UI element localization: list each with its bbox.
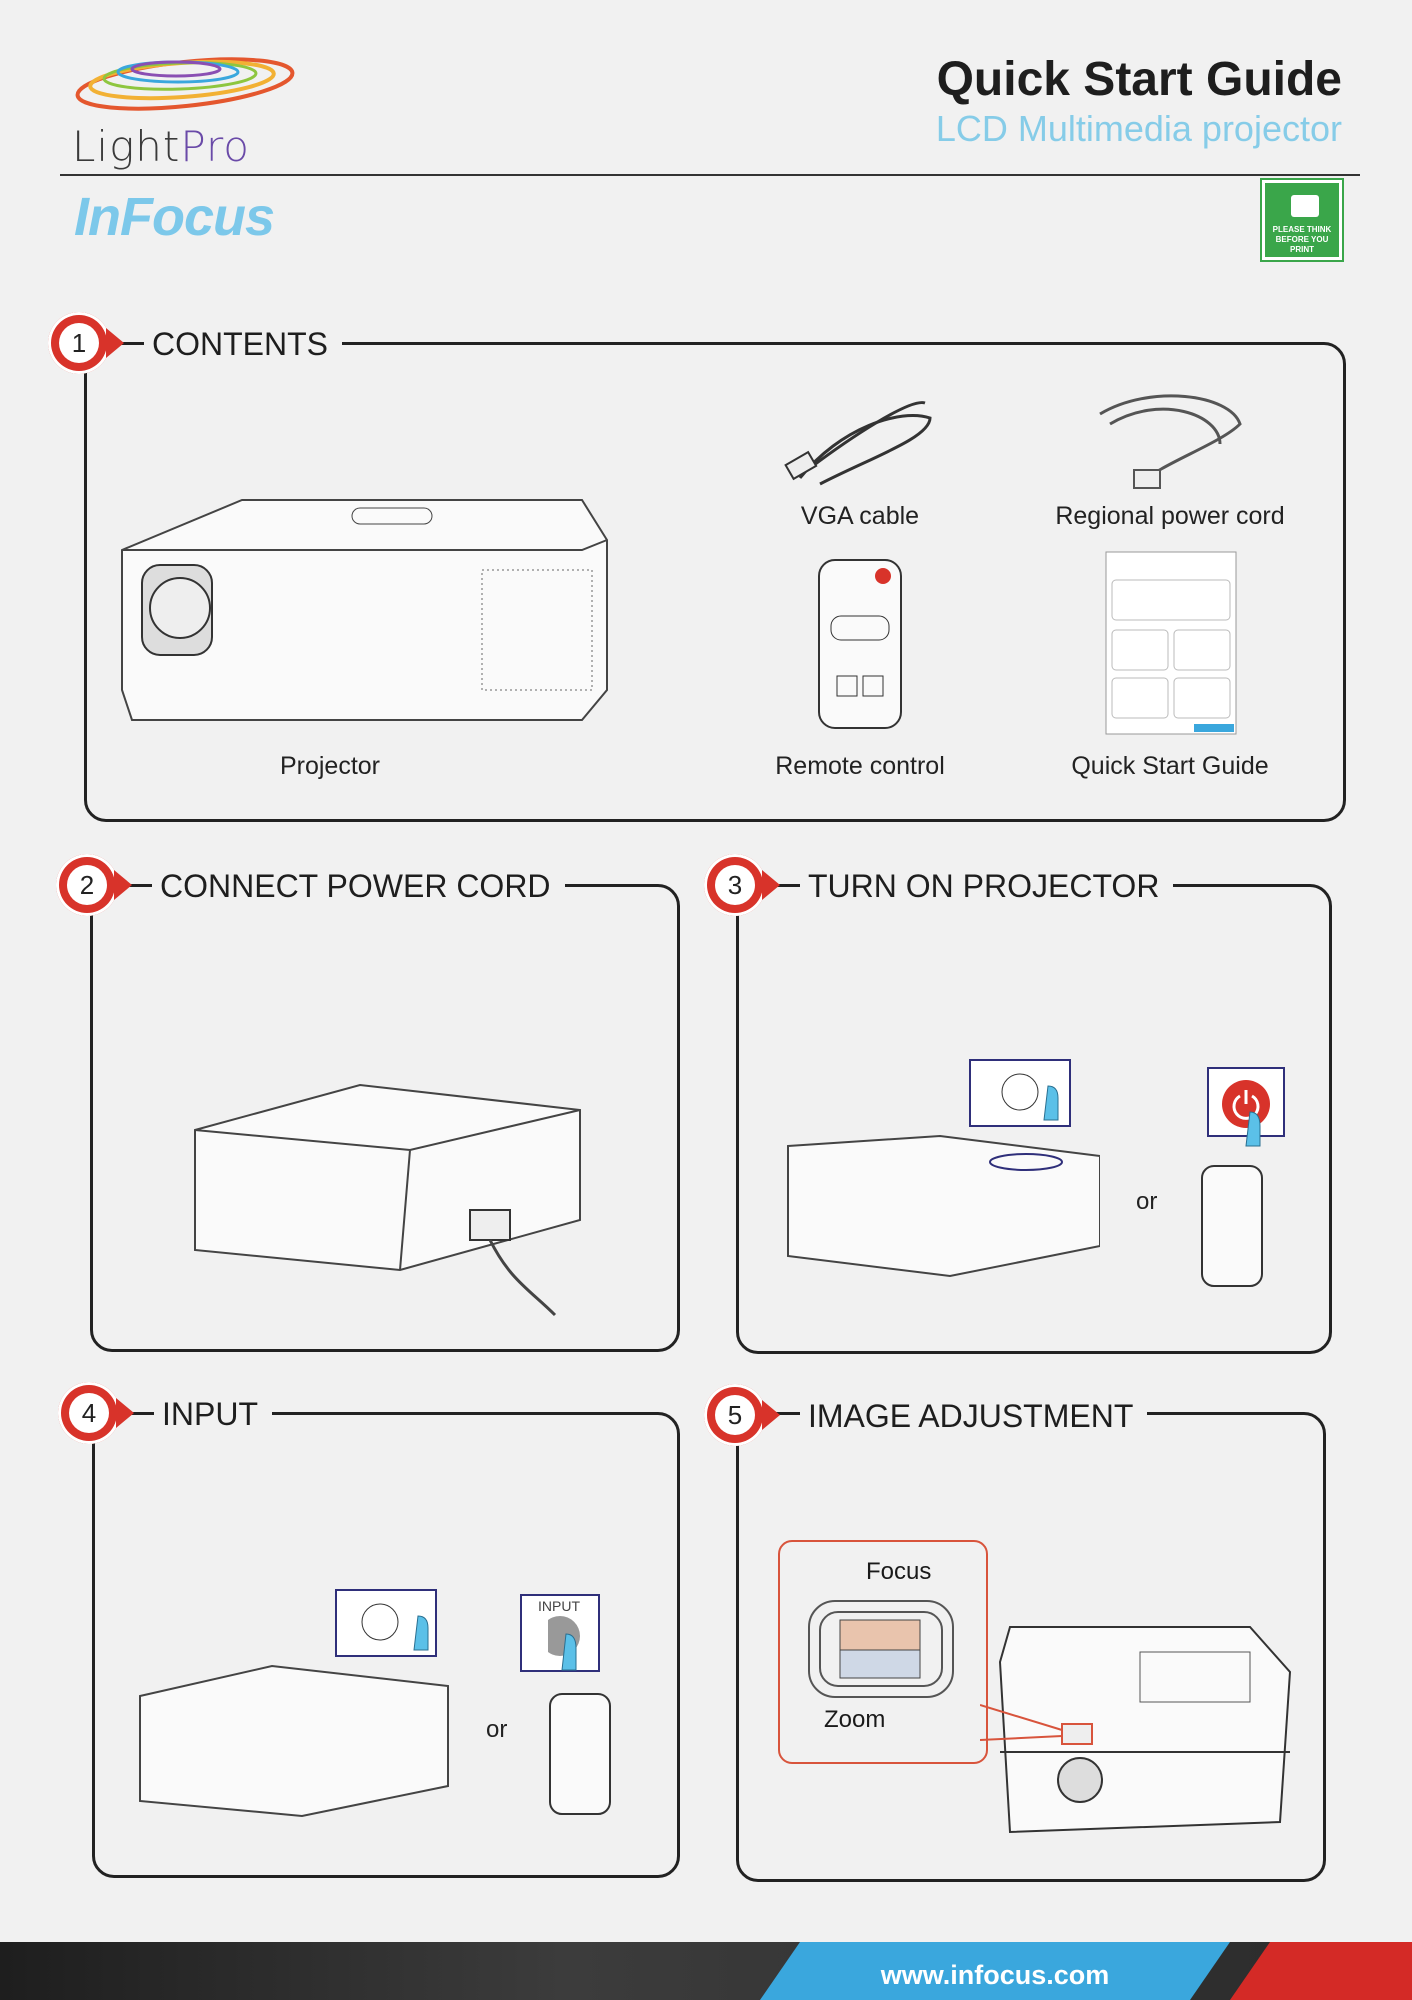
section-1-number-badge: 1 <box>48 312 124 374</box>
remote-control-label: Remote control <box>775 752 945 780</box>
zoom-label: Zoom <box>824 1706 886 1733</box>
power-cord-illustration <box>1099 394 1242 489</box>
header-divider <box>60 174 1360 176</box>
projector-top-illustration <box>998 1626 1292 1834</box>
eco-badge-text: PLEASE THINK BEFORE YOU PRINT <box>1272 225 1332 254</box>
badge-tail <box>114 870 132 900</box>
projector-illustration <box>121 499 608 721</box>
footer-blue-stripe <box>760 1942 1230 2000</box>
lens-ring-illustration <box>808 1600 954 1698</box>
quick-start-guide-label: Quick Start Guide <box>1071 752 1269 780</box>
section-4-title: INPUT <box>154 1394 272 1434</box>
section-contents <box>84 342 1346 822</box>
badge-tail <box>762 1400 780 1430</box>
page-title: Quick Start Guide <box>936 53 1342 106</box>
section-5-title: IMAGE ADJUSTMENT <box>800 1396 1148 1436</box>
section-3-title: TURN ON PROJECTOR <box>800 866 1174 906</box>
section-5-number: 5 <box>715 1395 755 1435</box>
projector-power-button-illustration <box>787 1059 1100 1278</box>
or-label-input: or <box>486 1716 508 1743</box>
lightpro-swirl-logo <box>75 57 295 111</box>
projector-input-button-illustration <box>139 1589 449 1818</box>
page-subtitle: LCD Multimedia projector <box>935 108 1342 149</box>
section-2-number: 2 <box>67 865 107 905</box>
remote-power-button-illustration <box>1201 1067 1285 1287</box>
remote-control-illustration <box>818 559 902 729</box>
eco-print-badge: PLEASE THINK BEFORE YOU PRINT <box>1260 178 1344 262</box>
section-3-number: 3 <box>715 865 755 905</box>
footer-url: www.infocus.com <box>880 1960 1110 1990</box>
focus-label: Focus <box>866 1558 932 1585</box>
projector-label: Projector <box>279 752 381 780</box>
vga-cable-illustration <box>784 401 932 486</box>
section-2-number-badge: 2 <box>56 854 132 916</box>
remote-input-key-label: INPUT <box>538 1598 580 1614</box>
section-5-number-badge: 5 <box>704 1384 780 1446</box>
badge-tail <box>116 1398 134 1428</box>
badge-tail <box>106 328 124 358</box>
vga-cable-label: VGA cable <box>800 502 920 530</box>
power-cord-label: Regional power cord <box>1055 502 1285 530</box>
remote-input-illustration <box>548 1616 611 1815</box>
section-1-number: 1 <box>59 323 99 363</box>
section-input <box>92 1412 680 1878</box>
brand-infocus-logo: InFocus <box>74 187 275 247</box>
callout-pointer-lines <box>980 1704 1063 1741</box>
brand-lightpro: LightPro <box>72 122 250 171</box>
section-2-title: CONNECT POWER CORD <box>152 866 565 906</box>
section-3-number-badge: 3 <box>704 854 780 916</box>
focus-zoom-callout <box>778 1540 988 1764</box>
projector-power-illustration <box>194 1083 581 1317</box>
brand-pro-text: Pro <box>180 122 250 171</box>
section-4-number-badge: 4 <box>58 1382 134 1444</box>
printer-icon <box>1291 195 1319 217</box>
section-4-number: 4 <box>69 1393 109 1433</box>
section-1-title: CONTENTS <box>144 324 342 364</box>
badge-tail <box>762 870 780 900</box>
quick-start-guide-illustration <box>1105 551 1237 735</box>
brand-light-text: Light <box>72 122 181 171</box>
or-label: or <box>1136 1188 1158 1215</box>
